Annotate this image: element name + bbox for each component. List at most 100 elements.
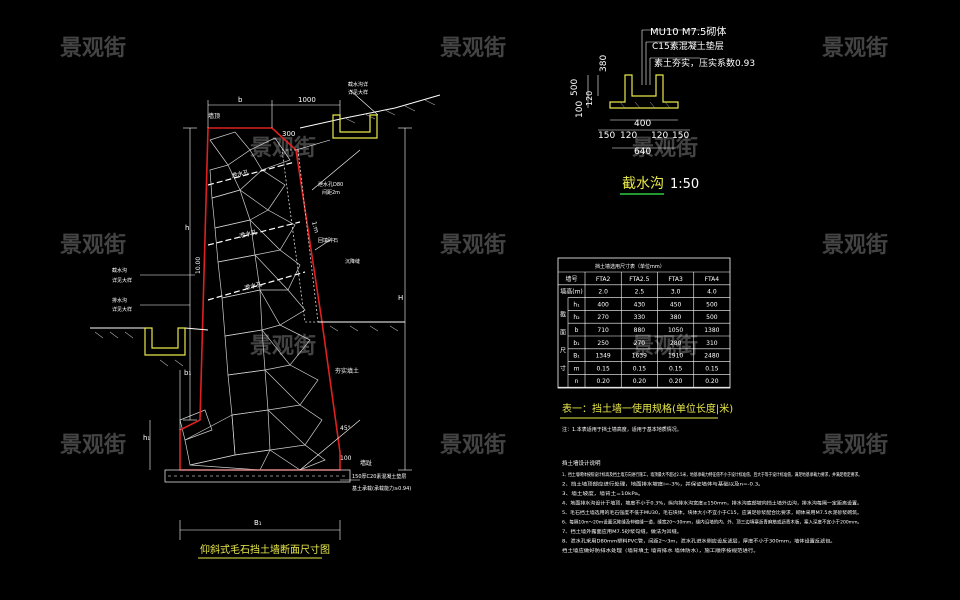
- masonry-texture: [179, 131, 326, 471]
- ditch-dim-500: 500: [570, 79, 580, 96]
- table-cell: 1910: [668, 353, 683, 360]
- wall-section: b 1000 300 h 10.00 H b₁ h₁ B₁ 100 45° 墙顶…: [90, 81, 441, 559]
- note-line: 6、每隔10m～20m设置沉降缝及伸缩缝一道，缝宽20～30mm，缝内沿墙的内、…: [562, 519, 862, 526]
- table-cell: 270: [597, 314, 609, 321]
- table-row-label: h₂: [573, 314, 580, 321]
- note-line: 8、泄水孔采用D80mm塑料PVC管，间距2～3m，泄水孔进水侧应设反滤层，厚度…: [562, 538, 836, 545]
- table-footnote: 注：1.本表适用于挡土墙高度，适用于基本地质情况。: [562, 426, 682, 433]
- watermark: 景观街: [440, 432, 506, 458]
- ditch-dim-120: 120: [585, 91, 594, 106]
- note-line: 挡土墙应做好防排水处理（墙背填土 墙背排水 墙体防水），施工顺序按规范进行。: [562, 547, 759, 554]
- table-header-cell: 墙号: [565, 275, 577, 283]
- note-line: 1、挡土墙砌体按照设计标高及挡土墙方向进行施工，墙顶最大不超过2.5米，地基承载…: [562, 471, 862, 478]
- ground-line-left: [90, 327, 209, 331]
- dim-H: H: [398, 294, 403, 302]
- label-pipe2: 间距2m: [322, 189, 340, 196]
- table-cell: 2480: [704, 353, 719, 360]
- table-cell: 1380: [704, 327, 719, 334]
- ditch-dim-b1: 120: [620, 131, 637, 141]
- ditch-dim-b0: 150: [598, 131, 615, 141]
- table-row-label: n: [575, 378, 579, 385]
- ditch-note3: 素土夯实，压实系数0.93: [654, 57, 755, 69]
- table-cell: 430: [634, 301, 646, 308]
- table-header-cell: FTA2: [596, 276, 611, 283]
- table-cell: 3.0: [671, 289, 681, 296]
- note-line: 4、地面排水沟设计于墙顶，坡度不小于0.3%，纵向排水沟宽度≥150mm，排水沟…: [562, 500, 862, 507]
- table-cell: 280: [670, 340, 682, 347]
- ditch-note1: MU10 M7.5砌体: [650, 26, 726, 38]
- table-cell: 250: [597, 340, 609, 347]
- label-wall-back: 墙趾: [360, 459, 372, 467]
- watermark: 景观街: [250, 333, 316, 359]
- table-cell: 0.15: [596, 365, 610, 372]
- note-line: 7、挡土墙外露面应用M7.5砂浆勾缝，做法为凹缝。: [562, 528, 682, 535]
- ditch-dim-640: 640: [634, 147, 651, 157]
- watermark: 景观街: [60, 35, 126, 61]
- table-cell: 0.20: [705, 378, 719, 385]
- dim-100: 100: [340, 455, 352, 462]
- table-side-label: 截: [560, 310, 566, 318]
- label-left-ditch4: 详见大样: [112, 306, 132, 313]
- table-cell: 0.20: [596, 378, 610, 385]
- ditch-dim-400: 400: [634, 119, 651, 129]
- dim-h1: h₁: [143, 434, 150, 442]
- table-cell: 500: [706, 314, 718, 321]
- label-base2: 基土承载(承载能力≥0.94): [352, 485, 411, 492]
- dim-1000: 1000: [298, 96, 316, 104]
- ditch-dim-100: 100: [575, 101, 585, 118]
- ditch-note2: C15素混凝土垫层: [652, 40, 724, 52]
- ditch-shape: [609, 74, 679, 109]
- table-side-label: 面: [560, 329, 566, 336]
- top-ditch: [332, 114, 378, 139]
- table-row-label: b: [575, 327, 579, 334]
- table-cell: 2.0: [598, 289, 608, 296]
- table-row-label: 墙高(m): [560, 288, 583, 296]
- watermark: 景观街: [632, 333, 698, 359]
- ditch-title: 截水沟: [622, 176, 664, 192]
- table-cell: 1050: [668, 327, 683, 334]
- table-cell: 710: [597, 327, 609, 334]
- dimension-lines: [140, 89, 412, 540]
- ditch-dim-380: 380: [599, 55, 609, 72]
- table-cell: 880: [634, 327, 646, 334]
- table-cell: 0.20: [633, 378, 647, 385]
- table-row-label: B₁: [573, 353, 580, 360]
- table-row-label: h₁: [573, 301, 580, 308]
- ditch-detail: MU10 M7.5砌体 C15素混凝土垫层 素土夯实，压实系数0.93 380 …: [570, 26, 755, 195]
- table-cell: 1349: [595, 353, 610, 360]
- table-row-label: m: [574, 365, 580, 372]
- label-drain-1: 泄水孔: [231, 168, 250, 180]
- table-cell: 0.15: [633, 365, 647, 372]
- label-left-ditch1: 截水沟: [112, 267, 127, 274]
- label-pipe: 泄水孔D80: [318, 181, 343, 188]
- ditch-dim-b2: 120: [651, 131, 668, 141]
- watermark: 景观街: [822, 232, 888, 258]
- table-header-cell: FTA2.5: [629, 276, 649, 283]
- table-cell: 380: [670, 314, 682, 321]
- table-cell: 400: [597, 301, 609, 308]
- table-cell: 1639: [632, 353, 647, 360]
- watermark: 景观街: [822, 432, 888, 458]
- note-line: 3、墙土坡度，墙背土=10kPa。: [562, 490, 644, 497]
- label-left-ditch2: 详见大样: [112, 277, 132, 284]
- foundation-pad: [164, 469, 351, 483]
- watermark: 景观街: [440, 35, 506, 61]
- table-cell: 310: [706, 340, 718, 347]
- table-side-label: 寸: [560, 364, 566, 372]
- label-mid-note: 沉降缝: [345, 258, 360, 265]
- table-cell: 270: [634, 340, 646, 347]
- watermark: 景观街: [60, 432, 126, 458]
- table-cell: 0.15: [705, 365, 719, 372]
- table-caption: 表一：挡土墙一使用规格(单位长度|米): [562, 402, 733, 415]
- label-drain-2: 泄水孔: [239, 228, 258, 240]
- ditch-scale: 1:50: [670, 177, 699, 192]
- ditch-dim-b3: 150: [672, 131, 689, 141]
- ground-line-top: [299, 94, 441, 129]
- table-cell: 0.15: [669, 365, 683, 372]
- ditch-dims: [587, 29, 700, 149]
- dim-angle: 45°: [340, 425, 351, 432]
- watermark: 景观街: [822, 35, 888, 61]
- note-line: 5、毛石挡土墙选用的毛石强度不低于MU30，毛石块体，块体大小不宜小于C15，应…: [562, 509, 862, 516]
